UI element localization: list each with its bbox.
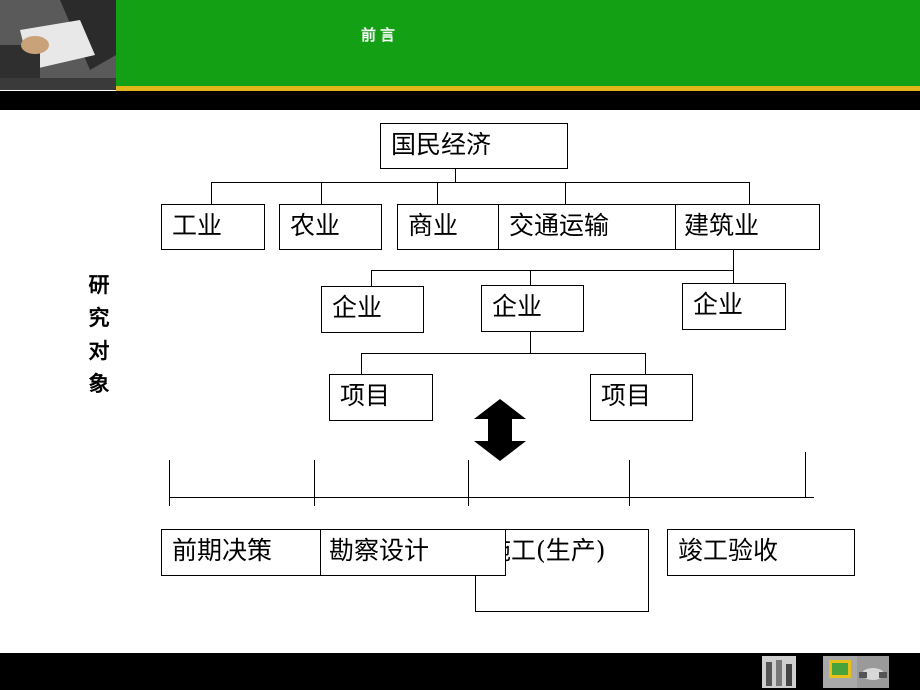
timeline-axis	[169, 497, 814, 498]
enterprise-node: 企业	[481, 285, 584, 332]
industry-node: 农业	[279, 204, 382, 250]
connector-line	[211, 182, 212, 205]
node-label: 建筑业	[684, 211, 760, 240]
footer-photo-screen-icon	[823, 656, 857, 688]
side-label-research-object: 研 究 对 象	[84, 268, 114, 400]
slide-title: 前言	[360, 26, 399, 44]
node-label: 交通运输	[509, 211, 610, 240]
node-label: 工业	[172, 211, 223, 240]
phase-node: 勘察设计	[320, 529, 506, 576]
timeline-tick	[468, 460, 469, 506]
header-black-bar	[0, 91, 920, 110]
header-photo	[0, 0, 116, 90]
node-label: 竣工验收	[678, 536, 779, 565]
industry-node-construction: 建筑业	[675, 204, 820, 250]
industry-node: 工业	[161, 204, 265, 250]
connector-line	[733, 270, 734, 284]
project-node: 项目	[590, 374, 693, 421]
connector-line	[565, 182, 566, 205]
node-label: 企业	[492, 292, 543, 321]
project-node: 项目	[329, 374, 433, 421]
node-label: 企业	[693, 290, 744, 319]
industry-node: 商业	[397, 204, 499, 250]
footer-photo-handshake-icon	[857, 656, 889, 688]
phase-node: 前期决策	[161, 529, 349, 576]
node-label: 国民经济	[391, 130, 492, 159]
header-accent-line	[116, 86, 920, 91]
node-label: 勘察设计	[329, 536, 430, 565]
double-arrow-icon	[474, 399, 526, 461]
connector-line	[371, 270, 372, 287]
connector-line	[455, 168, 456, 183]
connector-line	[645, 353, 646, 375]
timeline-tick	[629, 460, 630, 506]
connector-line	[371, 270, 734, 271]
connector-line	[211, 182, 750, 183]
node-label: 企业	[332, 293, 383, 322]
connector-line	[361, 353, 646, 354]
business-photo-icon	[0, 0, 116, 90]
footer-photo-people-icon	[762, 656, 796, 688]
connector-line	[437, 182, 438, 205]
root-node-national-economy: 国民经济	[380, 123, 568, 169]
connector-line	[530, 332, 531, 353]
timeline-tick	[314, 460, 315, 506]
node-label: 农业	[290, 211, 341, 240]
industry-node: 交通运输	[498, 204, 676, 250]
node-label: 商业	[408, 211, 459, 240]
enterprise-node: 企业	[682, 283, 786, 330]
connector-line	[530, 270, 531, 286]
connector-line	[321, 182, 322, 205]
connector-line	[749, 182, 750, 205]
timeline-tick	[169, 460, 170, 506]
connector-line	[733, 250, 734, 271]
header-band	[116, 0, 920, 86]
side-label-text: 研 究 对 象	[88, 272, 110, 396]
node-label: 项目	[601, 381, 652, 410]
phase-node: 竣工验收	[667, 529, 855, 576]
timeline-tick	[805, 452, 806, 498]
node-label: 前期决策	[172, 536, 273, 565]
connector-line	[361, 353, 362, 375]
node-label: 项目	[340, 381, 391, 410]
enterprise-node: 企业	[321, 286, 424, 333]
